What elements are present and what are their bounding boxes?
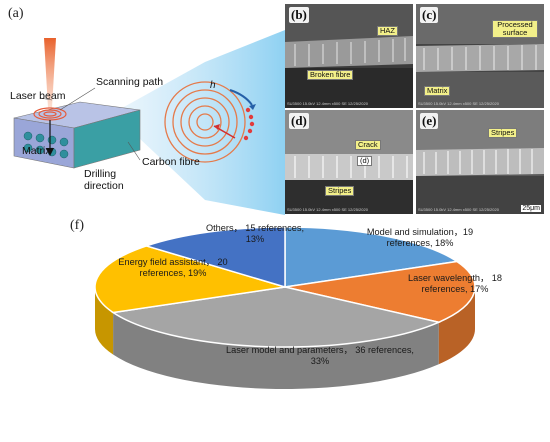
pie-top-group: [94, 226, 476, 348]
pie-slice-label-text-0: Model and simulation，19 references, 18%: [366, 227, 474, 248]
sem-panel-c: (c) Processed surface Matrix SU3500 15.0…: [416, 4, 544, 108]
drilling-direction-label: Drilling direction: [84, 168, 124, 192]
sem-panel-b: (b) HAZ Broken fibre SU3500 15.0kV 12.4m…: [285, 4, 413, 108]
matrix-callout: Matrix: [424, 86, 451, 96]
laser-beam-label: Laser beam: [10, 90, 66, 102]
zoom-projection: [122, 30, 285, 215]
scale-bar-label: 25μm: [521, 205, 541, 212]
pie-slice-label-text-2: Laser model and parameters， 36 reference…: [226, 345, 414, 366]
h-label: h: [210, 80, 216, 91]
sem-panel-d: (d) Crack (d) Stripes SU3500 15.0kV 12.4…: [285, 110, 413, 214]
panel-c-label: (c): [420, 7, 439, 23]
schematic-panel-a: (a): [0, 0, 285, 215]
spiral-path: [164, 81, 246, 163]
pie-slice-label-3: Energy field assistant， 20 references, 1…: [118, 257, 228, 278]
pie-slice-label-text-4: Others， 15 references, 13%: [205, 223, 305, 244]
pie-slice-3: [94, 245, 286, 314]
sem-footer-c: SU3500 15.0kV 12.4mm x500 SE 12/25/2020: [418, 101, 499, 106]
pie-slice-label-0: Model and simulation，19 references, 18%: [366, 227, 474, 248]
pie-slice-label-text-3: Energy field assistant， 20 references, 1…: [118, 257, 228, 278]
pie-slice-0: [284, 226, 459, 288]
pie-slice-1: [284, 260, 476, 324]
stripes-callout-d: Stripes: [325, 186, 355, 196]
pie-slice-2: [111, 286, 442, 348]
panel-f-label: (f): [70, 218, 84, 233]
carbon-fibre-label: Carbon fibre: [142, 156, 200, 168]
processed-surface-callout: Processed surface: [492, 20, 538, 38]
pie-slice-label-4: Others， 15 references, 13%: [205, 223, 305, 244]
pie-slice-label-2: Laser model and parameters， 36 reference…: [226, 345, 414, 366]
haz-callout: HAZ: [377, 26, 398, 36]
matrix-label: Matrix: [22, 145, 51, 157]
scanning-path-label: Scanning path: [96, 76, 164, 88]
pie-slice-side-3: [95, 287, 114, 355]
laser-beam: [44, 38, 56, 108]
sem-footer-d: SU3500 15.0kV 12.4mm x500 SE 12/25/2020: [287, 207, 368, 212]
panel-d-label: (d): [289, 113, 309, 129]
sem-footer-b: SU3500 15.0kV 12.4mm x500 SE 12/25/2020: [287, 101, 368, 106]
drilling-schematic: [13, 30, 285, 215]
inset-d-callout: (d): [357, 156, 373, 166]
panel-e-label: (e): [420, 113, 439, 129]
crack-callout: Crack: [355, 140, 381, 150]
stripes-callout-e: Stripes: [488, 128, 518, 138]
panel-a-label: (a): [8, 6, 24, 21]
panel-b-label: (b): [289, 7, 309, 23]
pie-slice-label-1: Laser wavelength， 18 references, 17%: [408, 273, 502, 294]
pie-slice-label-text-1: Laser wavelength， 18 references, 17%: [408, 273, 502, 294]
pie-slice-side-2: [113, 312, 439, 389]
pie-slice-4: [144, 226, 286, 289]
broken-fibre-callout: Broken fibre: [307, 70, 354, 80]
pie-chart: Model and simulation，19 references, 18% L…: [94, 223, 502, 389]
sem-footer-e: SU3500 15.0kV 12.4mm x500 SE 12/25/2020: [418, 207, 499, 212]
sem-panel-e: (e) Stripes 25μm SU3500 15.0kV 12.4mm x5…: [416, 110, 544, 214]
scanning-rings: [33, 107, 67, 121]
pie-label-group: Model and simulation，19 references, 18% L…: [118, 223, 502, 366]
